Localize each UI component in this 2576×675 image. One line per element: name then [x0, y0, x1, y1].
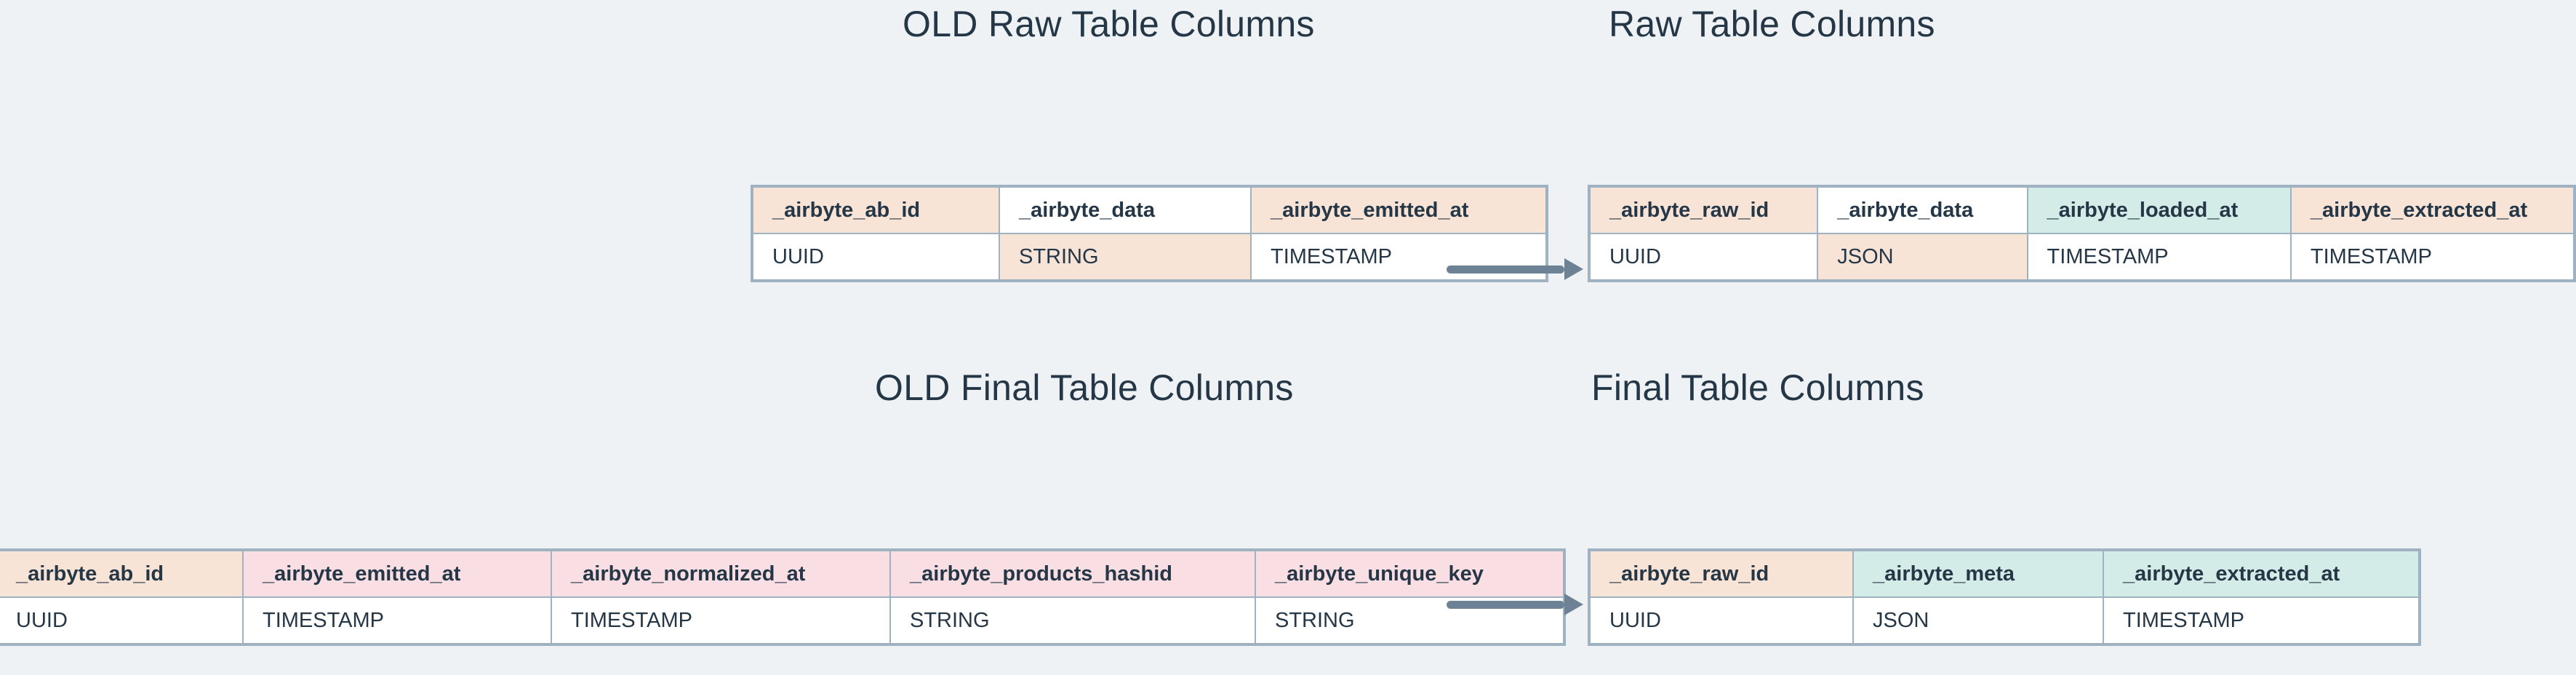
table-header-row: _airbyte_ab_id _airbyte_emitted_at _airb… [0, 549, 1565, 598]
arrow-head [1564, 594, 1583, 615]
column-header-cell: _airbyte_ab_id [751, 185, 1000, 234]
raw-migration-arrow [1447, 258, 1583, 280]
column-header-cell: _airbyte_extracted_at [2103, 549, 2420, 598]
column-type-cell: STRING [999, 233, 1252, 281]
column-header-cell: _airbyte_normalized_at [551, 549, 891, 598]
column-type-cell: UUID [1588, 596, 1854, 645]
table-row: UUID JSON TIMESTAMP TIMESTAMP [1588, 233, 2576, 281]
column-type-cell: UUID [751, 233, 1000, 281]
table-header-row: _airbyte_raw_id _airbyte_data _airbyte_l… [1588, 185, 2576, 234]
new-raw-table-title: Raw Table Columns [1609, 4, 1935, 44]
table-row: UUID TIMESTAMP TIMESTAMP STRING STRING [0, 596, 1565, 645]
column-header-cell: _airbyte_extracted_at [2289, 185, 2576, 234]
column-header-cell: _airbyte_unique_key [1255, 549, 1565, 598]
column-header-cell: _airbyte_data [999, 185, 1252, 234]
column-type-cell: TIMESTAMP [242, 596, 552, 645]
table-header-row: _airbyte_raw_id _airbyte_meta _airbyte_e… [1588, 549, 2420, 598]
column-type-cell: TIMESTAMP [551, 596, 891, 645]
arrow-head [1564, 258, 1583, 280]
column-type-cell: TIMESTAMP [1250, 233, 1548, 281]
table-row: UUID STRING TIMESTAMP [751, 233, 1548, 281]
column-type-cell: TIMESTAMP [2103, 596, 2420, 645]
column-header-cell: _airbyte_meta [1852, 549, 2104, 598]
new-final-table-title: Final Table Columns [1591, 367, 1924, 408]
column-header-cell: _airbyte_ab_id [0, 549, 244, 598]
new-final-table: _airbyte_raw_id _airbyte_meta _airbyte_e… [1588, 548, 2421, 646]
column-type-cell: UUID [0, 596, 244, 645]
column-header-cell: _airbyte_raw_id [1588, 549, 1854, 598]
column-type-cell: TIMESTAMP [2289, 233, 2576, 281]
arrow-shaft [1447, 265, 1564, 273]
column-header-cell: _airbyte_raw_id [1588, 185, 1819, 234]
column-type-cell: JSON [1817, 233, 2028, 281]
arrow-shaft [1447, 601, 1564, 609]
old-raw-table: _airbyte_ab_id _airbyte_data _airbyte_em… [751, 185, 1548, 282]
old-final-table: _airbyte_ab_id _airbyte_emitted_at _airb… [0, 548, 1566, 646]
old-final-table-title: OLD Final Table Columns [875, 367, 1294, 408]
table-header-row: _airbyte_ab_id _airbyte_data _airbyte_em… [751, 185, 1548, 234]
column-header-cell: _airbyte_loaded_at [2026, 185, 2292, 234]
column-header-cell: _airbyte_emitted_at [1250, 185, 1548, 234]
column-header-cell: _airbyte_data [1817, 185, 2028, 234]
final-migration-arrow [1447, 594, 1583, 615]
column-type-cell: TIMESTAMP [2026, 233, 2292, 281]
column-type-cell: UUID [1588, 233, 1819, 281]
column-header-cell: _airbyte_products_hashid [889, 549, 1256, 598]
column-type-cell: JSON [1852, 596, 2104, 645]
old-raw-table-title: OLD Raw Table Columns [903, 4, 1315, 44]
column-header-cell: _airbyte_emitted_at [242, 549, 552, 598]
table-row: UUID JSON TIMESTAMP [1588, 596, 2420, 645]
column-type-cell: STRING [889, 596, 1256, 645]
new-raw-table: _airbyte_raw_id _airbyte_data _airbyte_l… [1588, 185, 2576, 282]
